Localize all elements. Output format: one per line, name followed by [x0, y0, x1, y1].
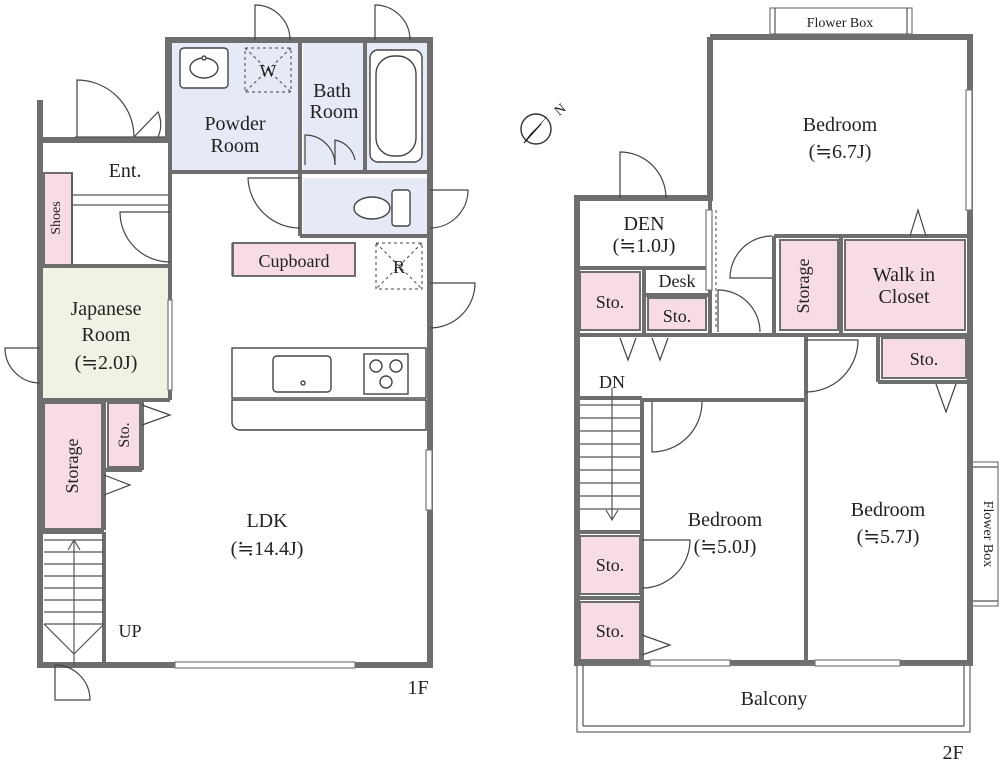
stairs-1f: [43, 538, 105, 665]
second-floor-plan: Flower Box Flower Box Bedroom (≒6.7J) DE…: [574, 7, 999, 764]
door-den: [619, 151, 667, 199]
label-bedroom-c-1: Bedroom: [851, 499, 926, 521]
label-refrigerator: R: [393, 257, 405, 277]
label-flower-box-top: Flower Box: [807, 16, 874, 31]
label-sto-2f-4: Sto.: [596, 555, 625, 575]
label-ldk-2: (≒14.4J): [231, 538, 304, 560]
floor-label-1f: 1F: [407, 677, 428, 699]
door-storage-2f: [717, 289, 761, 333]
door-powder-exterior: [254, 4, 291, 41]
door-ent-hall: [119, 211, 171, 263]
sto-closet-2f-4: [579, 535, 641, 595]
label-flower-box-side: Flower Box: [980, 501, 995, 568]
label-ent: Ent.: [109, 160, 142, 182]
door-bedroom-b-2: [641, 539, 691, 589]
label-ldk-1: LDK: [246, 510, 288, 532]
label-bedroom-b-2: (≒5.0J): [694, 536, 757, 558]
walk-in-closet: [844, 239, 966, 331]
label-dn: DN: [599, 372, 625, 392]
label-balcony: Balcony: [741, 688, 808, 710]
flower-box-side: [969, 461, 999, 607]
kitchen-sink: [272, 355, 332, 393]
sto-closet-2f-5: [579, 601, 641, 661]
storage-closet-2f: [779, 239, 839, 331]
label-japanese-3: (≒2.0J): [75, 352, 138, 374]
door-bedroom-c: [805, 339, 859, 393]
label-powder-2: Room: [211, 135, 260, 157]
toilet: [391, 189, 411, 227]
label-sto-2f-3: Sto.: [910, 349, 939, 369]
sto-closet-2f-3: [881, 337, 967, 379]
label-up: UP: [118, 621, 141, 641]
label-walkin-1: Walk in: [873, 264, 935, 286]
stairs-2f: [580, 388, 640, 522]
door-bath-exterior: [374, 4, 411, 41]
sto-closet-2f-1: [579, 271, 641, 331]
label-japanese-2: Room: [82, 324, 131, 346]
label-desk: Desk: [659, 271, 696, 291]
label-den-1: DEN: [623, 213, 664, 235]
first-floor-plan: Ent. Shoes Powder Room W Bath Room Cupbo…: [4, 4, 476, 701]
door-entrance: [76, 79, 135, 138]
label-bath-1: Bath: [313, 80, 351, 102]
label-bedroom-b-1: Bedroom: [688, 509, 763, 531]
label-storage-2f: Storage: [793, 258, 813, 313]
sto-closet-1f: [107, 402, 141, 468]
label-sto-2f-2: Sto.: [663, 306, 692, 326]
label-cupboard: Cupboard: [259, 251, 330, 271]
label-japanese-1: Japanese: [70, 298, 141, 320]
door-japanese-exterior: [4, 347, 41, 384]
label-bedroom-a-2: (≒6.7J): [809, 141, 872, 163]
label-washer: W: [260, 61, 277, 81]
refrigerator-space: [375, 242, 423, 290]
storage-closet-1f: [43, 402, 103, 530]
door-back: [54, 664, 91, 701]
label-bath-2: Room: [310, 101, 359, 123]
label-den-2: (≒1.0J): [613, 235, 676, 257]
compass-label: N: [552, 101, 569, 119]
washer-space: [244, 47, 292, 93]
label-bedroom-a-1: Bedroom: [803, 114, 878, 136]
sto-closet-2f-2: [647, 297, 707, 331]
label-storage-1f: Storage: [62, 438, 82, 493]
door-ldk-side: [429, 282, 476, 329]
floor-label-2f: 2F: [942, 742, 963, 764]
label-sto-1f: Sto.: [116, 422, 133, 447]
label-sto-2f-1: Sto.: [596, 292, 625, 312]
cupboard-area: [232, 242, 356, 277]
door-toilet-side: [429, 189, 469, 229]
door-bedroom-b: [651, 401, 703, 453]
balcony: [576, 664, 971, 733]
label-walkin-2: Closet: [878, 286, 930, 308]
door-toilet: [247, 177, 301, 229]
japanese-room-area: [42, 268, 170, 398]
compass-icon: N: [520, 101, 569, 145]
label-shoes: Shoes: [49, 201, 64, 234]
label-sto-2f-5: Sto.: [596, 621, 625, 641]
label-bedroom-c-2: (≒5.7J): [857, 526, 920, 548]
label-powder-1: Powder: [204, 113, 265, 135]
